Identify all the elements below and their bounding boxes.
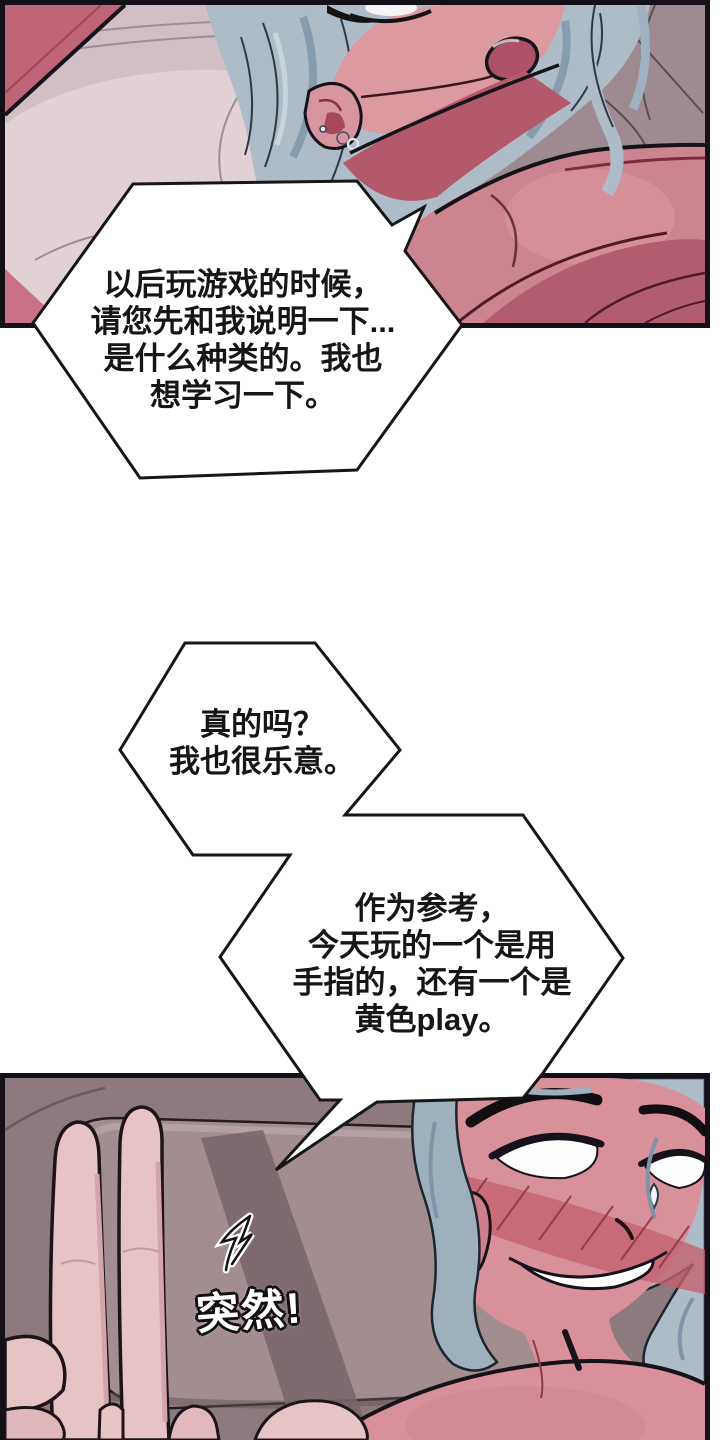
sparkle-doodle-icon [213, 1212, 255, 1274]
finger-shade-2 [155, 1161, 168, 1423]
bubble-1-line-1: 以后玩游戏的时候， [103, 267, 383, 302]
sfx-text: 突然! [194, 1284, 305, 1340]
ear-hoop-1 [336, 131, 350, 145]
chest-blush [405, 1386, 645, 1440]
bubble-3-text: 作为参考， 今天玩的一个是用 手指的，还有一个是 黄色play。 [247, 890, 617, 1038]
eye-right [643, 1153, 705, 1190]
bubble-2-line-2: 我也很乐意。 [169, 744, 355, 779]
ear-line [318, 98, 343, 112]
ear-stud [319, 125, 327, 133]
loose-strand-2 [628, 5, 650, 111]
eye-white-sliver [365, 5, 417, 16]
smile-corner-right [652, 1250, 668, 1262]
eyebrow-right [638, 1104, 705, 1137]
neck-shadow [343, 71, 571, 201]
couch-seam-band [201, 1130, 371, 1440]
thumb-mound [253, 1399, 369, 1440]
chest-deep [483, 239, 705, 323]
bubble-1-line-4: 想学习一下。 [150, 378, 336, 413]
folded-finger-2 [5, 1406, 66, 1440]
mouth-highlight [492, 38, 520, 49]
bubble-1-line-3: 是什么种类的。我也 [103, 341, 383, 376]
finger-webbing [97, 1402, 125, 1440]
closed-eye-lash [327, 5, 385, 23]
smile-corner-left [508, 1256, 524, 1267]
bubble-1-line-2: 请您先和我说明一下... [90, 304, 396, 339]
arm-shade-line [5, 5, 102, 94]
chest-ink-lines [456, 193, 705, 323]
bubble-2-line-1: 真的吗？ [200, 707, 324, 742]
shoulder-outline [433, 142, 705, 215]
grin-teeth [520, 1257, 655, 1291]
folded-finger-1 [5, 1334, 67, 1412]
ear-inner [323, 112, 345, 135]
jaw-outline [349, 63, 560, 155]
bubble-3-line-1: 作为参考， [354, 891, 510, 926]
bubble-3-line-3: 手指的，还有一个是 [292, 965, 572, 1000]
ear-hoop-2 [346, 137, 360, 151]
chest-2 [327, 1360, 705, 1440]
eye-line [349, 9, 432, 24]
bubble-2-text: 真的吗？ 我也很乐意。 [122, 706, 402, 780]
collarbone-mark [562, 1329, 582, 1371]
arm-outline [5, 5, 127, 117]
bubble-1-text: 以后玩游戏的时候， 请您先和我说明一下... 是什么种类的。我也 想学习一下。 [53, 266, 433, 414]
knuckle-crease-1 [60, 1259, 96, 1265]
loose-strand-1 [582, 5, 624, 197]
loose-strand-ink [590, 5, 614, 128]
chest-outline-2 [325, 1358, 705, 1440]
blush-band [435, 1170, 705, 1294]
finger-shade-1 [94, 1173, 110, 1423]
chest-highlight [505, 169, 675, 265]
panel-bottom [0, 1073, 710, 1440]
panel-bottom-art [5, 1078, 705, 1440]
knuckle-crease-2 [122, 1247, 160, 1253]
face [325, 5, 565, 135]
nose-line [615, 1218, 634, 1240]
shoulder-shade [564, 156, 705, 172]
bubble-3-line-4: 黄色play。 [354, 1002, 510, 1037]
couch-crease [5, 1086, 106, 1132]
neck-line [532, 1339, 544, 1399]
bubble-3-line-2: 今天玩的一个是用 [308, 928, 556, 963]
folded-finger-3 [167, 1404, 221, 1440]
